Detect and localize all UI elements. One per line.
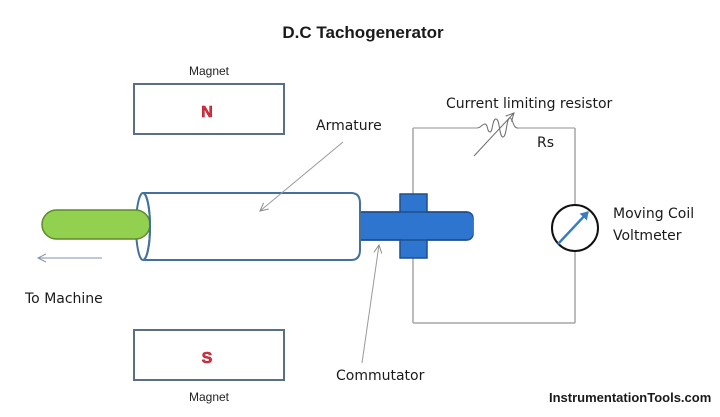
north-pole-label: N: [201, 104, 213, 121]
armature-pointer-arrow: [260, 141, 344, 211]
commutator-label: Commutator: [336, 368, 425, 384]
bottom-magnet: [133, 329, 285, 381]
variable-resistor-arrow-icon: [473, 113, 514, 157]
resistor-label: Current limiting resistor: [446, 96, 613, 112]
resistor-icon: [476, 117, 519, 138]
south-pole-label: S: [202, 350, 213, 367]
diagram-title: D.C Tachogenerator: [282, 23, 444, 42]
voltmeter-needle-icon: [557, 211, 589, 245]
bottom-magnet-label: Magnet: [189, 390, 230, 404]
commutator-pointer-arrow: [361, 245, 379, 364]
voltmeter-label-line2: Voltmeter: [613, 228, 682, 244]
watermark: InstrumentationTools.com: [549, 390, 711, 405]
circuit-wires: [412, 127, 576, 324]
armature: [143, 192, 361, 261]
input-shaft: [41, 209, 151, 240]
armature-label: Armature: [316, 118, 382, 134]
resistor-symbol-label: Rs: [537, 135, 554, 151]
to-machine-label: To Machine: [24, 291, 103, 307]
voltmeter-label-line1: Moving Coil: [613, 206, 694, 222]
top-magnet: [133, 83, 285, 135]
top-magnet-label: Magnet: [189, 64, 230, 78]
